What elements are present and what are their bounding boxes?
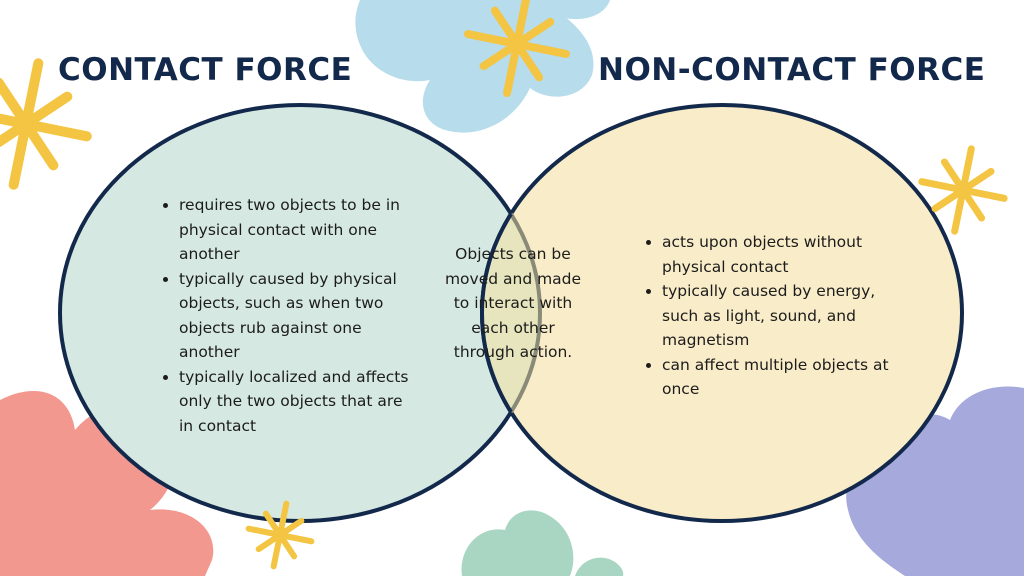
non-contact-force-list: acts upon objects without physical conta…: [646, 230, 902, 402]
star-icon: [0, 58, 92, 190]
contact-force-list: requires two objects to be in physical c…: [163, 193, 419, 438]
star-icon: [918, 145, 1008, 235]
star-ray: [513, 40, 571, 58]
star-ray: [8, 119, 31, 190]
star-icon: [463, 0, 571, 98]
star-ray: [0, 119, 31, 148]
star-ray: [0, 77, 31, 129]
star-ray: [245, 525, 283, 538]
list-item: can affect multiple objects at once: [662, 353, 902, 402]
star-ray: [262, 510, 283, 538]
star-ray: [931, 186, 967, 213]
star-ray: [959, 167, 995, 194]
star-ray: [918, 178, 967, 194]
star-ray: [490, 6, 521, 48]
star-icon: [245, 500, 315, 570]
list-item: acts upon objects without physical conta…: [662, 230, 902, 279]
star-ray: [277, 532, 315, 545]
star-ray: [270, 532, 283, 570]
star-ray: [940, 158, 967, 194]
star-ray: [513, 40, 544, 82]
overlap-region: [482, 213, 541, 413]
star-ray: [959, 145, 975, 194]
star-ray: [21, 119, 59, 171]
star-ray: [951, 186, 967, 235]
purple-leaf-blob: [846, 386, 1024, 576]
star-ray: [959, 186, 1008, 202]
non-contact-force-title: NON-CONTACT FORCE: [598, 52, 986, 88]
star-ray: [277, 500, 290, 538]
star-ray: [513, 0, 531, 48]
list-item: typically caused by energy, such as ligh…: [662, 279, 902, 353]
star-ray: [21, 119, 92, 142]
blue-leaf-small: [535, 0, 610, 20]
star-ray: [513, 17, 555, 48]
star-ray: [463, 30, 521, 48]
shared-traits-text: Objects can be moved and made to interac…: [444, 245, 582, 361]
star-ray: [277, 532, 298, 560]
list-item: typically caused by physical objects, su…: [179, 267, 419, 365]
star-ray: [503, 40, 521, 98]
green-leaf-small: [575, 557, 624, 576]
blue-leaf-blob: [355, 0, 594, 133]
star-ray: [277, 517, 305, 538]
star-ray: [479, 40, 521, 71]
star-ray: [959, 186, 986, 222]
star-ray: [0, 113, 31, 129]
contact-force-title: CONTACT FORCE: [58, 52, 353, 88]
list-item: typically localized and affects only the…: [179, 365, 419, 439]
star-ray: [21, 58, 44, 129]
list-item: requires two objects to be in physical c…: [179, 193, 419, 267]
overlap-left-arc: [509, 212, 542, 414]
star-ray: [21, 91, 73, 129]
overlap-right-arc: [480, 212, 513, 414]
green-leaf-blob: [461, 510, 574, 576]
star-ray: [255, 532, 283, 553]
